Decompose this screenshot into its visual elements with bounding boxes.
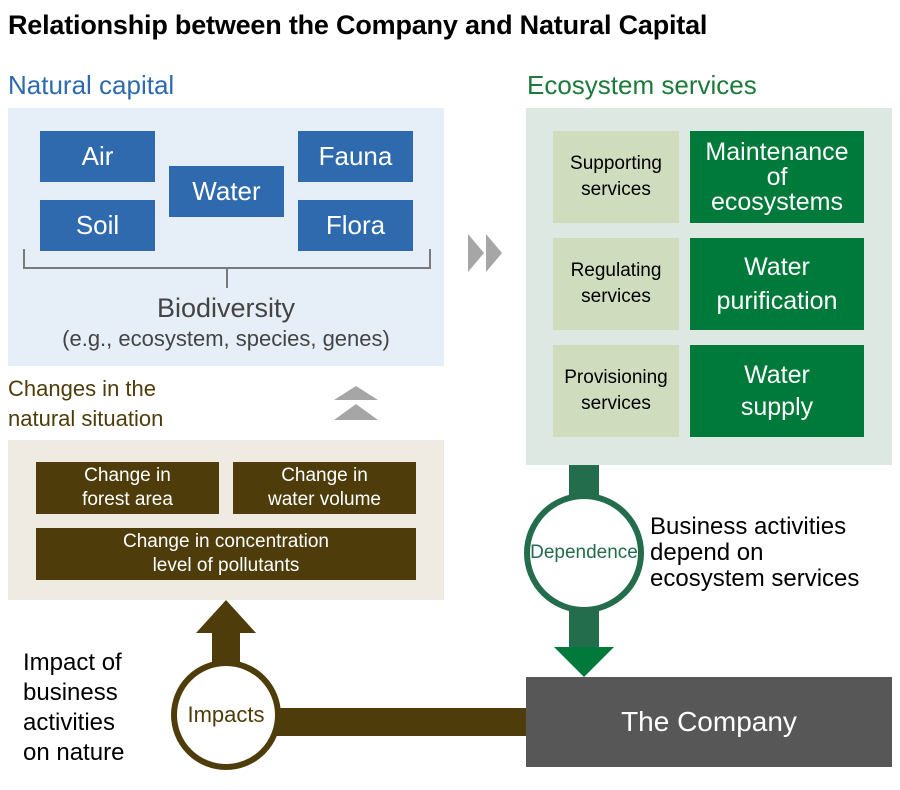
natural-capital-heading: Natural capital xyxy=(8,70,175,100)
dependence-description: Business activities depend on ecosystem … xyxy=(650,513,860,592)
service-example-maintenance: Maintenance of ecosystems xyxy=(690,131,864,223)
company-box: The Company xyxy=(526,677,892,767)
service-provisioning: Provisioning services xyxy=(553,345,679,437)
impacts-description: Impact of business activities on nature xyxy=(23,649,125,766)
ecosystem-services-heading: Ecosystem services xyxy=(527,70,757,100)
impacts-label: Impacts xyxy=(187,702,265,727)
service-regulating: Regulating services xyxy=(553,238,679,330)
natural-item-soil: Soil xyxy=(40,200,155,251)
natural-item-fauna: Fauna xyxy=(298,131,413,182)
biodiversity-label: Biodiversity xyxy=(156,293,296,323)
double-chevron-up-icon xyxy=(334,386,378,420)
changes-heading: Changes in the natural situation xyxy=(8,376,164,431)
change-item-water-volume: Change in water volume xyxy=(233,462,416,514)
natural-item-flora: Flora xyxy=(298,200,413,251)
biodiversity-examples: (e.g., ecosystem, species, genes) xyxy=(62,326,390,351)
double-chevron-right-icon xyxy=(468,234,502,272)
change-item-forest: Change in forest area xyxy=(36,462,219,514)
change-item-pollutants: Change in concentration level of polluta… xyxy=(36,528,416,580)
page-title: Relationship between the Company and Nat… xyxy=(8,10,708,40)
service-example-water-supply: Water supply xyxy=(690,345,864,437)
natural-item-water: Water xyxy=(169,166,284,217)
dependence-label: Dependence xyxy=(530,542,638,563)
natural-item-air: Air xyxy=(40,131,155,182)
service-example-water-purification: Water purification xyxy=(690,238,864,330)
service-supporting: Supporting services xyxy=(553,131,679,223)
